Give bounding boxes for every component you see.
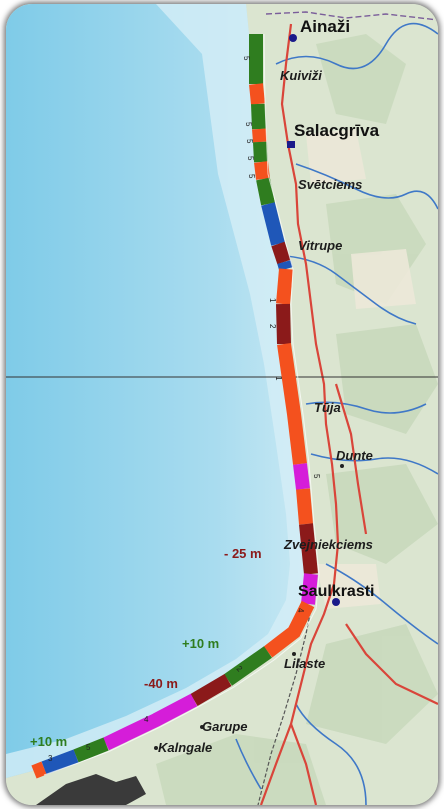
label-salacgriva: Salacgrīva	[294, 121, 380, 140]
svg-text:5: 5	[246, 156, 255, 161]
border-line	[265, 11, 438, 21]
marker-lilaste	[292, 652, 296, 656]
segment-erosion-3	[254, 161, 270, 180]
segment-stable-2	[251, 103, 266, 130]
svg-text:1: 1	[274, 376, 283, 381]
svg-text:2: 2	[268, 324, 277, 329]
annotation-plus-10-upper: +10 m	[182, 636, 219, 651]
segment-stable-3	[253, 141, 268, 163]
marker-garupe	[200, 725, 204, 729]
svg-text:4: 4	[144, 715, 149, 724]
roads	[259, 23, 438, 805]
field-patches	[306, 129, 416, 609]
marker-saulkrasti	[332, 598, 340, 606]
segment-strong-4	[190, 673, 232, 707]
label-garupe: Garupe	[202, 719, 248, 734]
segment-erosion-2	[252, 128, 267, 143]
label-ainazi: Ainaži	[300, 17, 350, 36]
segment-strong-2	[276, 303, 291, 345]
svg-text:5: 5	[244, 122, 253, 127]
segment-strong-3	[299, 523, 318, 575]
label-zvejniekciems: Zvejniekciems	[283, 537, 373, 552]
svg-text:5: 5	[245, 139, 254, 144]
label-saulkrasti: Saulkrasti	[298, 583, 374, 600]
svg-text:5: 5	[312, 474, 321, 479]
annotation-plus-10-lower: +10 m	[30, 734, 67, 749]
svg-text:1: 1	[268, 298, 277, 303]
svg-text:2: 2	[235, 664, 245, 674]
segment-erosion-7	[263, 600, 315, 658]
railway	[257, 593, 315, 805]
segment-critical-1	[293, 463, 310, 490]
annotation-minus-40: -40 m	[144, 676, 178, 691]
segment-stable-5	[223, 646, 273, 686]
marker-kalngale	[154, 746, 158, 750]
shallow-water	[6, 4, 306, 778]
segment-stable-6	[73, 737, 109, 763]
segment-stable-4	[256, 177, 275, 206]
marker-ainazi	[289, 34, 297, 42]
segment-erosion-5	[277, 343, 307, 465]
segment-critical-3	[102, 693, 198, 751]
svg-text:3: 3	[48, 754, 53, 763]
svg-text:5: 5	[86, 743, 91, 752]
coastline-map[interactable]: 5 5 5 5 5 1 2 1 5 4 2 4 5 3 Ainaži Kui	[6, 4, 438, 805]
svg-text:5: 5	[242, 56, 251, 61]
label-vitrupe: Vitrupe	[298, 238, 342, 253]
rivers	[235, 22, 438, 805]
forest-patches	[156, 34, 438, 805]
svg-text:5: 5	[247, 174, 256, 179]
segment-accretion-1	[261, 202, 285, 246]
annotation-minus-25: - 25 m	[224, 546, 262, 561]
svg-text:4: 4	[296, 608, 305, 613]
label-svetciems: Svētciems	[298, 177, 362, 192]
segment-critical-2	[301, 573, 318, 605]
marker-dunte	[340, 464, 344, 468]
segment-erosion-6	[296, 488, 313, 525]
segment-strong-1	[271, 241, 291, 265]
segment-erosion-1	[249, 83, 265, 105]
label-dunte: Dunte	[336, 448, 373, 463]
segment-accretion-2	[277, 260, 293, 271]
coastline-segments	[31, 34, 318, 779]
map-frame: 5 5 5 5 5 1 2 1 5 4 2 4 5 3 Ainaži Kui	[6, 4, 438, 805]
label-kalngale: Kalngale	[158, 740, 212, 755]
km-ticks: 5 5 5 5 5 1 2 1 5 4 2 4 5 3	[48, 56, 321, 763]
segment-erosion-4	[276, 268, 293, 305]
city-area	[36, 774, 146, 805]
coastline-outline	[43, 33, 320, 776]
marker-salacgriva	[287, 141, 295, 148]
label-tuja: Tūja	[314, 400, 341, 415]
segment-erosion-8	[31, 761, 47, 779]
label-kuivizi: Kuiviži	[280, 68, 322, 83]
segment-accretion-3	[41, 749, 79, 775]
town-markers	[154, 34, 344, 750]
label-lilaste: Lilaste	[284, 656, 325, 671]
